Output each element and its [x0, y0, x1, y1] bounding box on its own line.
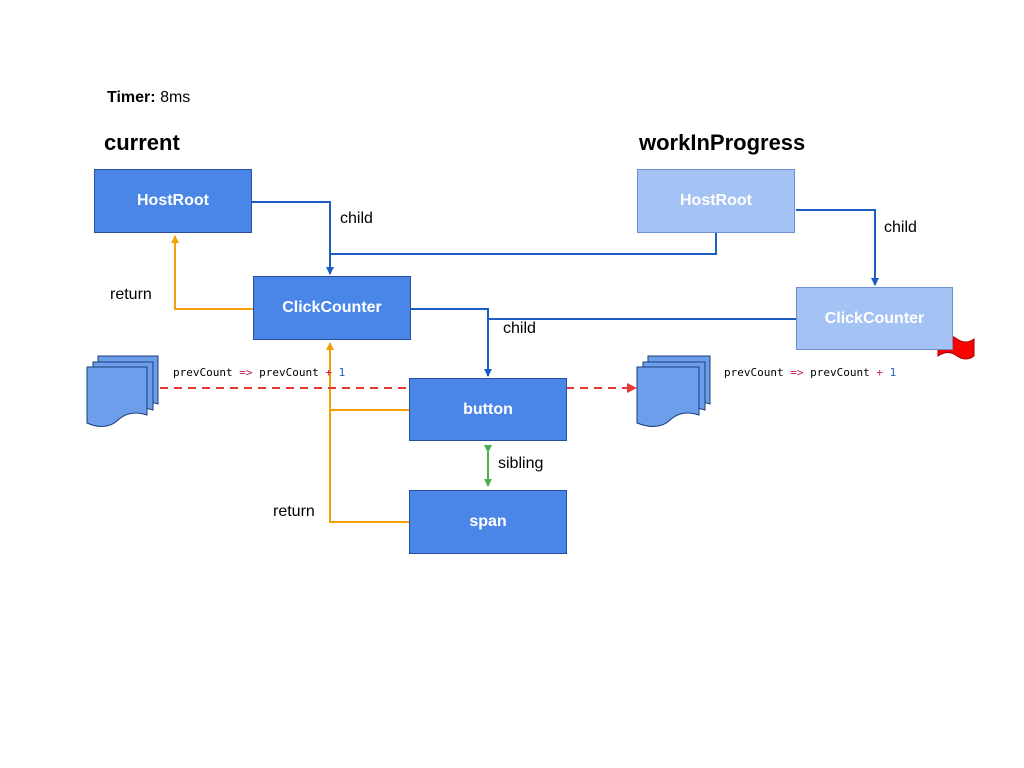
child-label: child	[503, 320, 536, 337]
update-queue-icon	[86, 355, 159, 427]
code-param: prevCount	[173, 366, 233, 379]
timer-value: 8ms	[160, 89, 191, 106]
current-hostroot-node[interactable]: HostRoot	[94, 169, 252, 233]
code-expr: prevCount	[259, 366, 319, 379]
child-edge-wip-hostroot-clickcounter	[330, 233, 717, 255]
return-edge-clickcounter-hostroot	[171, 235, 253, 310]
current-tree-heading: current	[104, 130, 180, 155]
child-edge-hostroot-clickcounter	[252, 201, 334, 275]
code-expr: prevCount	[810, 366, 870, 379]
child-label: child	[340, 210, 373, 227]
update-queue-icon	[636, 355, 711, 427]
code-arrow: =>	[790, 366, 804, 379]
span-node[interactable]: span	[409, 490, 567, 554]
child-label: child	[884, 219, 917, 236]
button-node[interactable]: button	[409, 378, 567, 441]
update-queue-code-current: prevCount => prevCount + 1	[173, 366, 345, 379]
sibling-label: sibling	[498, 455, 544, 472]
current-clickcounter-node[interactable]: ClickCounter	[253, 276, 411, 340]
timer: Timer: 8ms	[107, 89, 190, 107]
child-edge-wip-hostroot-wip-clickcounter	[796, 209, 879, 286]
wip-hostroot-node[interactable]: HostRoot	[637, 169, 795, 233]
timer-label: Timer:	[107, 89, 156, 106]
code-arrow: =>	[239, 366, 253, 379]
code-num: 1	[338, 366, 346, 379]
code-param: prevCount	[724, 366, 784, 379]
return-label: return	[110, 286, 152, 303]
code-plus: +	[876, 366, 883, 379]
wip-tree-heading: workInProgress	[639, 130, 806, 155]
wip-clickcounter-node[interactable]: ClickCounter	[796, 287, 953, 350]
update-queue-code-wip: prevCount => prevCount + 1	[724, 366, 896, 379]
child-edge-clickcounter-button	[411, 308, 492, 377]
return-label: return	[273, 503, 315, 520]
return-edge-span-clickcounter	[326, 342, 409, 523]
code-num: 1	[889, 366, 897, 379]
code-plus: +	[325, 366, 332, 379]
